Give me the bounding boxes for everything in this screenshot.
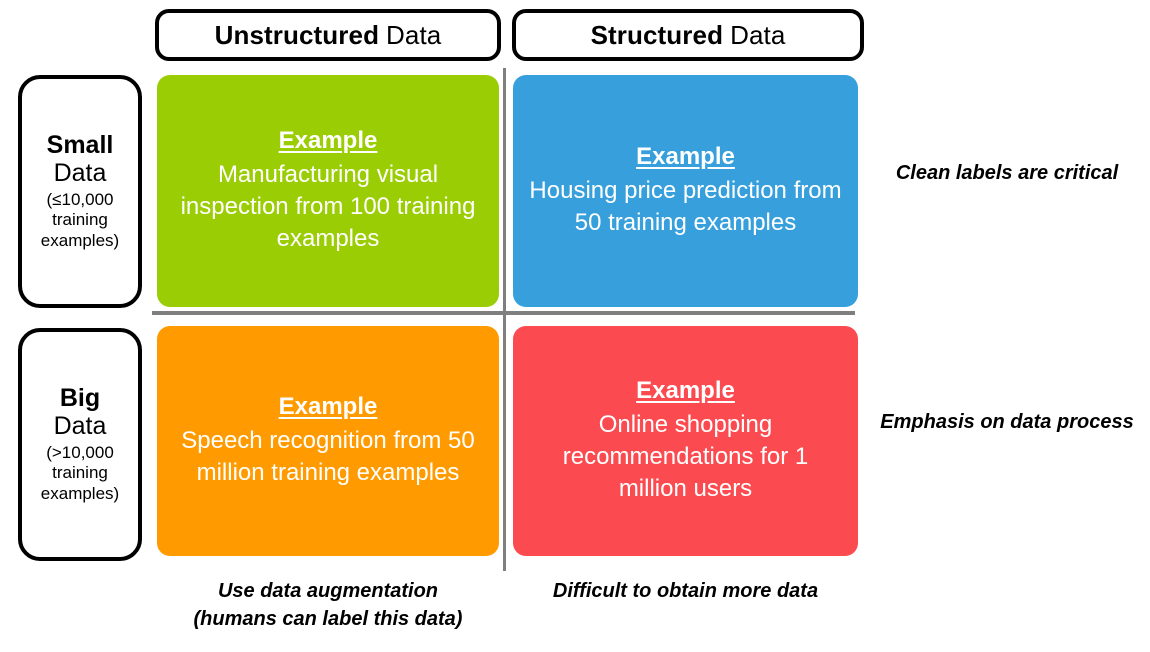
quadrant-big-structured-text: Online shopping recommendations for 1 mi… bbox=[562, 411, 809, 502]
quadrant-small-structured-text: Housing price prediction from 50 trainin… bbox=[529, 177, 842, 236]
column-header-structured-light: Data bbox=[730, 19, 786, 50]
annotation-use-data-augmentation: Use data augmentation (humans can label … bbox=[193, 580, 463, 630]
column-header-unstructured-light: Data bbox=[386, 19, 442, 50]
row-label-big-note: (>10,000 training examples) bbox=[40, 442, 120, 504]
row-label-big-title: Big bbox=[59, 384, 101, 413]
quadrant-small-unstructured-text: Manufacturing visual inspection from 100… bbox=[180, 161, 476, 252]
quadrant-small-structured-label: Example bbox=[636, 143, 735, 171]
annotation-data-process: Emphasis on data process bbox=[880, 411, 1134, 433]
row-label-small-subtitle: Data bbox=[53, 159, 107, 188]
quadrant-small-unstructured: Example Manufacturing visual inspection … bbox=[157, 75, 499, 307]
column-header-unstructured-data: Unstructured Data bbox=[155, 9, 501, 61]
row-label-big-subtitle: Data bbox=[53, 412, 107, 441]
quadrant-big-unstructured-label: Example bbox=[278, 393, 378, 421]
column-header-structured-strong: Structured bbox=[590, 19, 724, 50]
row-label-small-data: Small Data (≤10,000 training examples) bbox=[18, 75, 142, 308]
annotation-clean-labels: Clean labels are critical bbox=[895, 162, 1119, 184]
row-label-small-note: (≤10,000 training examples) bbox=[40, 189, 120, 251]
quadrant-big-unstructured: Example Speech recognition from 50 milli… bbox=[157, 326, 499, 556]
row-label-big-data: Big Data (>10,000 training examples) bbox=[18, 328, 142, 561]
quadrant-big-structured-label: Example bbox=[636, 377, 735, 405]
column-header-structured-data: Structured Data bbox=[512, 9, 864, 61]
row-label-small-title: Small bbox=[46, 131, 114, 160]
annotation-difficult-to-obtain-more-data: Difficult to obtain more data bbox=[552, 580, 819, 602]
quadrant-big-structured: Example Online shopping recommendations … bbox=[513, 326, 858, 556]
divider-vertical bbox=[503, 68, 506, 571]
quadrant-big-unstructured-text: Speech recognition from 50 million train… bbox=[181, 427, 475, 486]
column-header-unstructured-strong: Unstructured bbox=[214, 19, 380, 50]
quadrant-small-unstructured-label: Example bbox=[278, 127, 378, 155]
quadrant-small-structured: Example Housing price prediction from 50… bbox=[513, 75, 858, 307]
